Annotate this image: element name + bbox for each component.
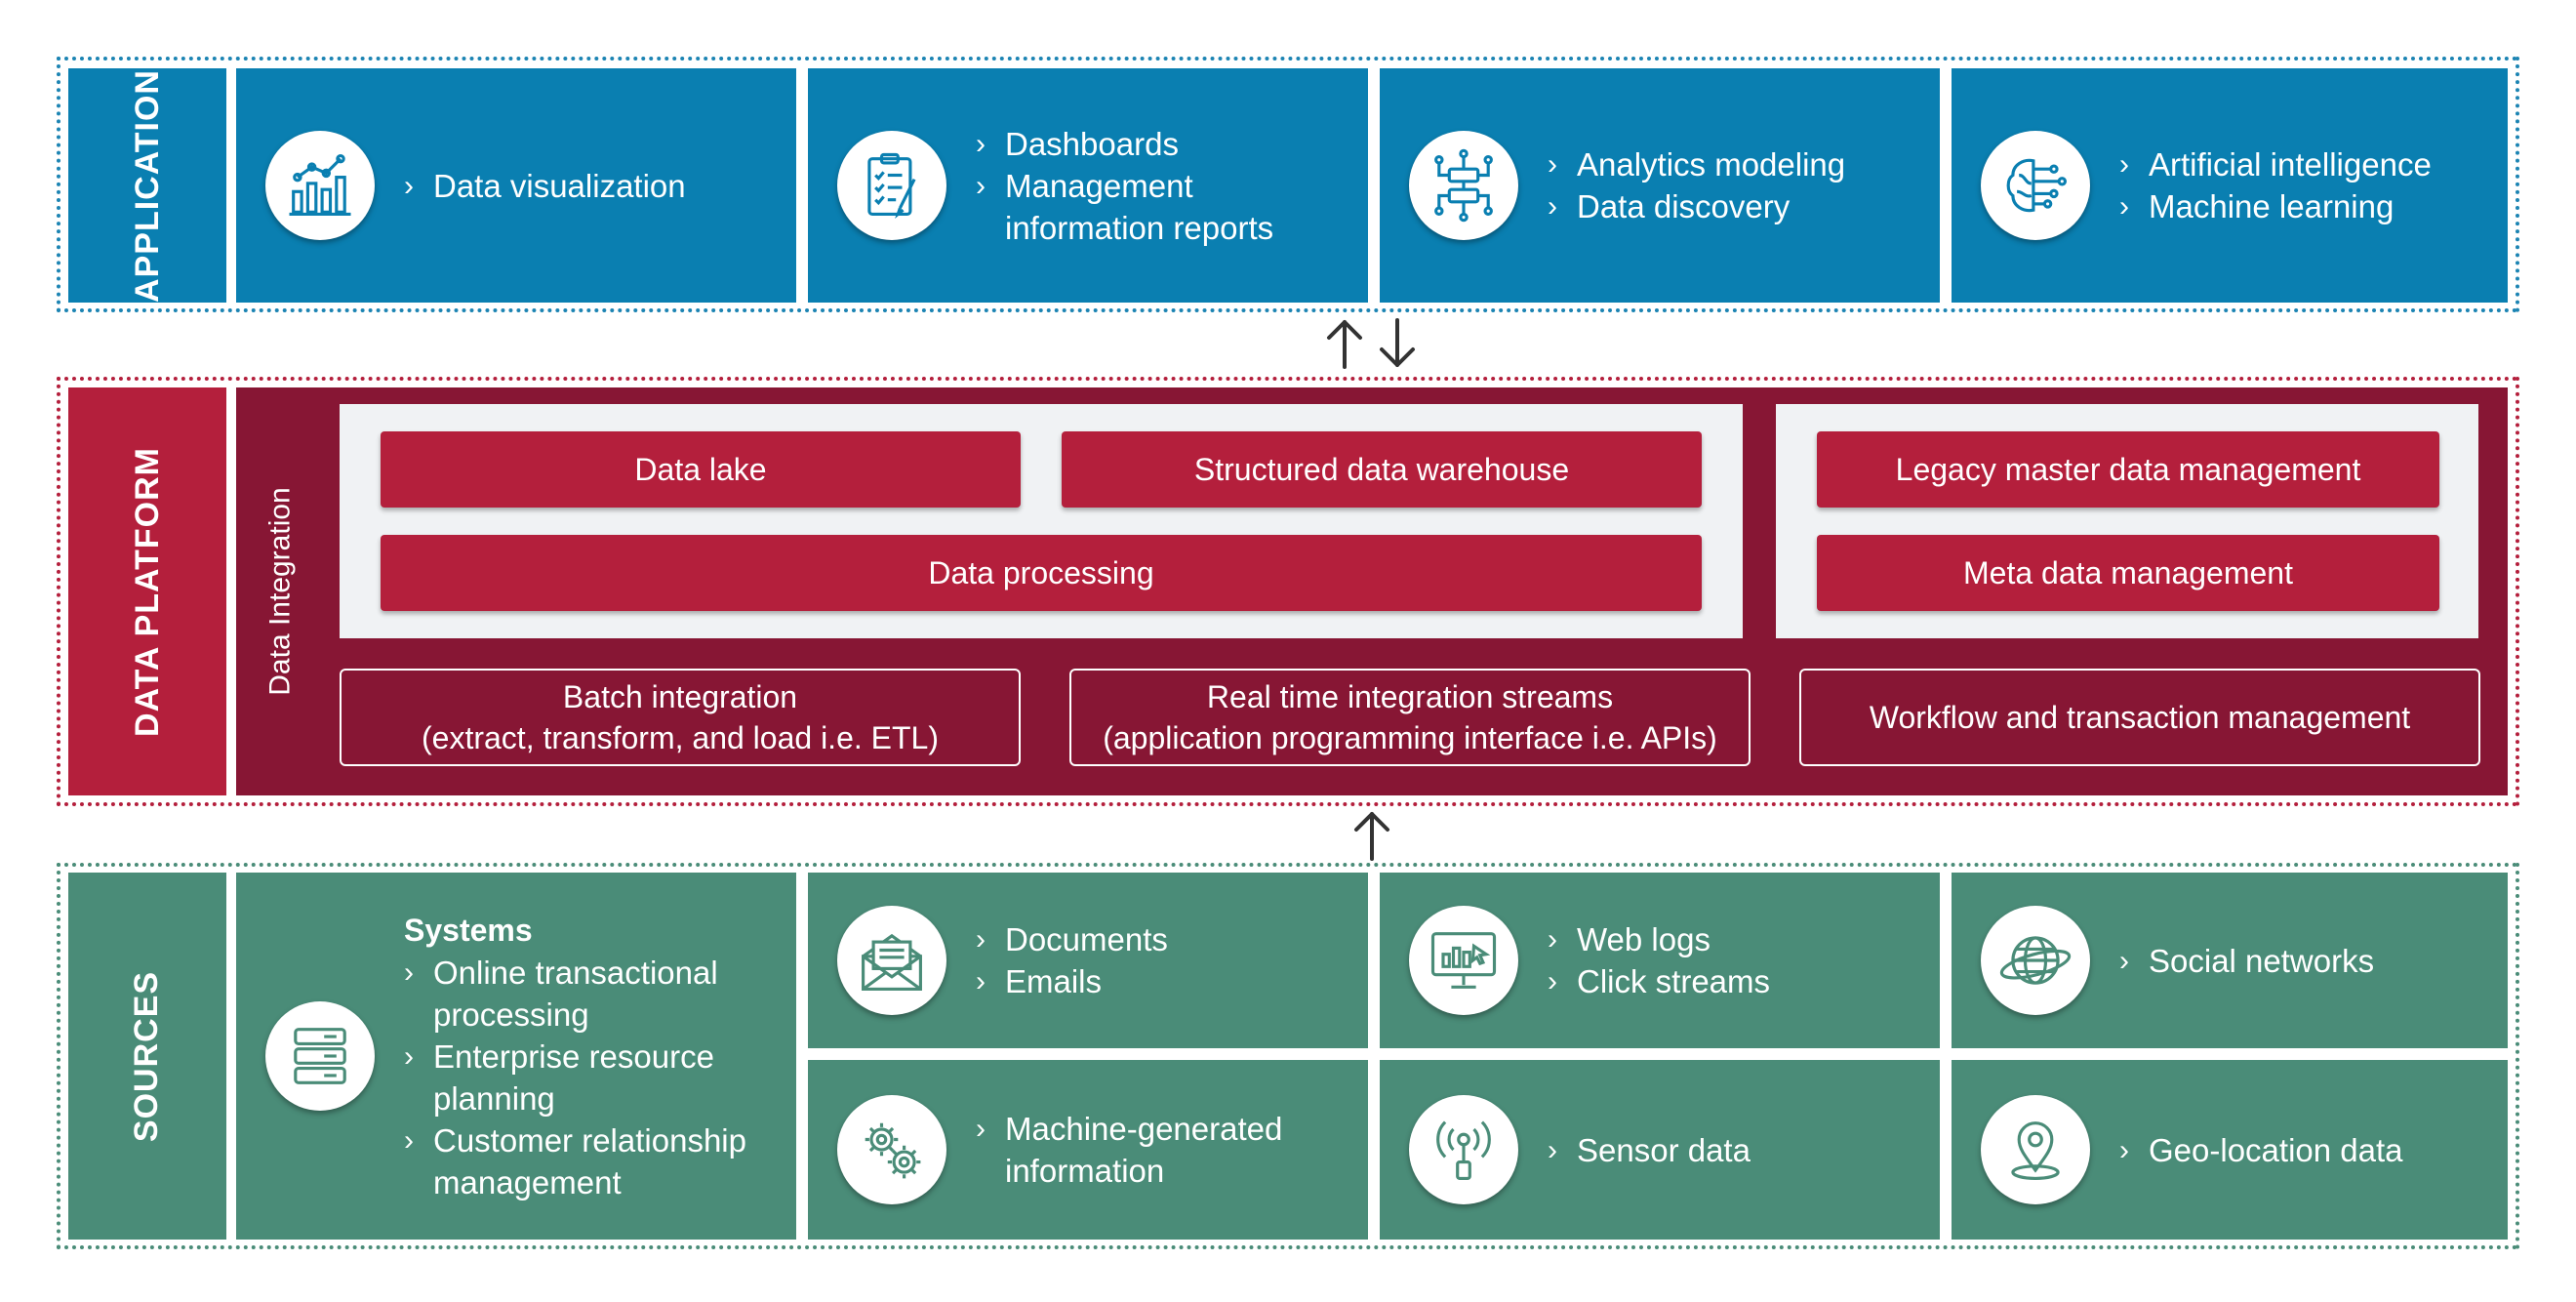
envelope-icon (837, 906, 946, 1015)
list-item: Documents (1005, 921, 1168, 957)
circuit-network-icon (1409, 131, 1518, 240)
application-layer-label: APPLICATION (68, 68, 226, 303)
application-layer-frame (57, 57, 2519, 312)
real-time-integration-box: Real time integration streams (applicati… (1069, 669, 1751, 766)
src-tile-web-logs: ›Web logs ›Click streams (1380, 873, 1940, 1048)
sensor-antenna-icon (1409, 1095, 1518, 1204)
globe-icon (1981, 906, 2090, 1015)
list-item: Sensor data (1577, 1131, 1751, 1168)
structured-data-warehouse-box: Structured data warehouse (1062, 431, 1702, 508)
clipboard-checklist-icon (837, 131, 946, 240)
list-item: Customer relationship (433, 1121, 746, 1159)
list-item: Data visualization (433, 167, 686, 204)
app-tile-analytics: ›Analytics modeling ›Data discovery (1380, 68, 1940, 303)
list-item: Management (1005, 167, 1193, 204)
list-item-continued: information (1005, 1153, 1165, 1189)
sources-layer-label: SOURCES (68, 873, 226, 1240)
list-item: Click streams (1577, 963, 1771, 999)
src-tile-social-networks: ›Social networks (1952, 873, 2508, 1048)
list-item-continued: planning (433, 1079, 555, 1117)
bar-chart-icon (265, 131, 375, 240)
src-tile-machine-generated: ›Machine-generated information (808, 1060, 1368, 1240)
app-tile-ai: ›Artificial intelligence ›Machine learni… (1952, 68, 2508, 303)
monitor-chart-icon (1409, 906, 1518, 1015)
workflow-transaction-management-box: Workflow and transaction management (1799, 669, 2480, 766)
list-item: Online transactional (433, 954, 718, 991)
src-tile-systems: Systems ›Online transactional processing… (236, 873, 796, 1240)
list-item-continued: management (433, 1163, 622, 1200)
gears-icon (837, 1095, 946, 1204)
list-item: Geo-location data (2149, 1131, 2403, 1168)
data-platform-layer-frame (57, 377, 2519, 806)
list-item: Data discovery (1577, 188, 1791, 224)
ai-brain-icon (1981, 131, 2090, 240)
batch-integration-box: Batch integration (extract, transform, a… (340, 669, 1021, 766)
list-item: Machine-generated (1005, 1111, 1283, 1147)
src-tile-sensor-data: ›Sensor data (1380, 1060, 1940, 1240)
list-item: Emails (1005, 963, 1103, 999)
list-item-continued: information reports (1005, 209, 1274, 246)
legacy-master-data-management-box: Legacy master data management (1817, 431, 2439, 508)
list-item-continued: processing (433, 996, 589, 1033)
meta-data-management-box: Meta data management (1817, 535, 2439, 611)
list-item: Enterprise resource (433, 1038, 714, 1075)
server-stack-icon (265, 1001, 375, 1111)
data-integration-label: Data Integration (264, 487, 298, 696)
data-platform-layer-label: DATA PLATFORM (68, 387, 226, 795)
sources-layer-frame (57, 863, 2519, 1249)
up-down-arrows-icon (1317, 312, 1425, 375)
list-item: Web logs (1577, 921, 1711, 957)
data-processing-box: Data processing (381, 535, 1702, 611)
app-tile-visualization: ›Data visualization (236, 68, 796, 303)
src-tile-documents: ›Documents ›Emails (808, 873, 1368, 1048)
app-tile-dashboards: ›Dashboards ›Management information repo… (808, 68, 1368, 303)
list-item: Dashboards (1005, 125, 1179, 162)
list-item: Machine learning (2149, 188, 2395, 224)
list-item: Social networks (2149, 942, 2375, 979)
systems-title: Systems (404, 912, 533, 948)
src-tile-geo-location: ›Geo-location data (1952, 1060, 2508, 1240)
list-item: Artificial intelligence (2149, 146, 2432, 183)
location-pin-icon (1981, 1095, 2090, 1204)
up-arrow-icon (1345, 806, 1399, 865)
data-lake-box: Data lake (381, 431, 1021, 508)
list-item: Analytics modeling (1577, 146, 1846, 183)
